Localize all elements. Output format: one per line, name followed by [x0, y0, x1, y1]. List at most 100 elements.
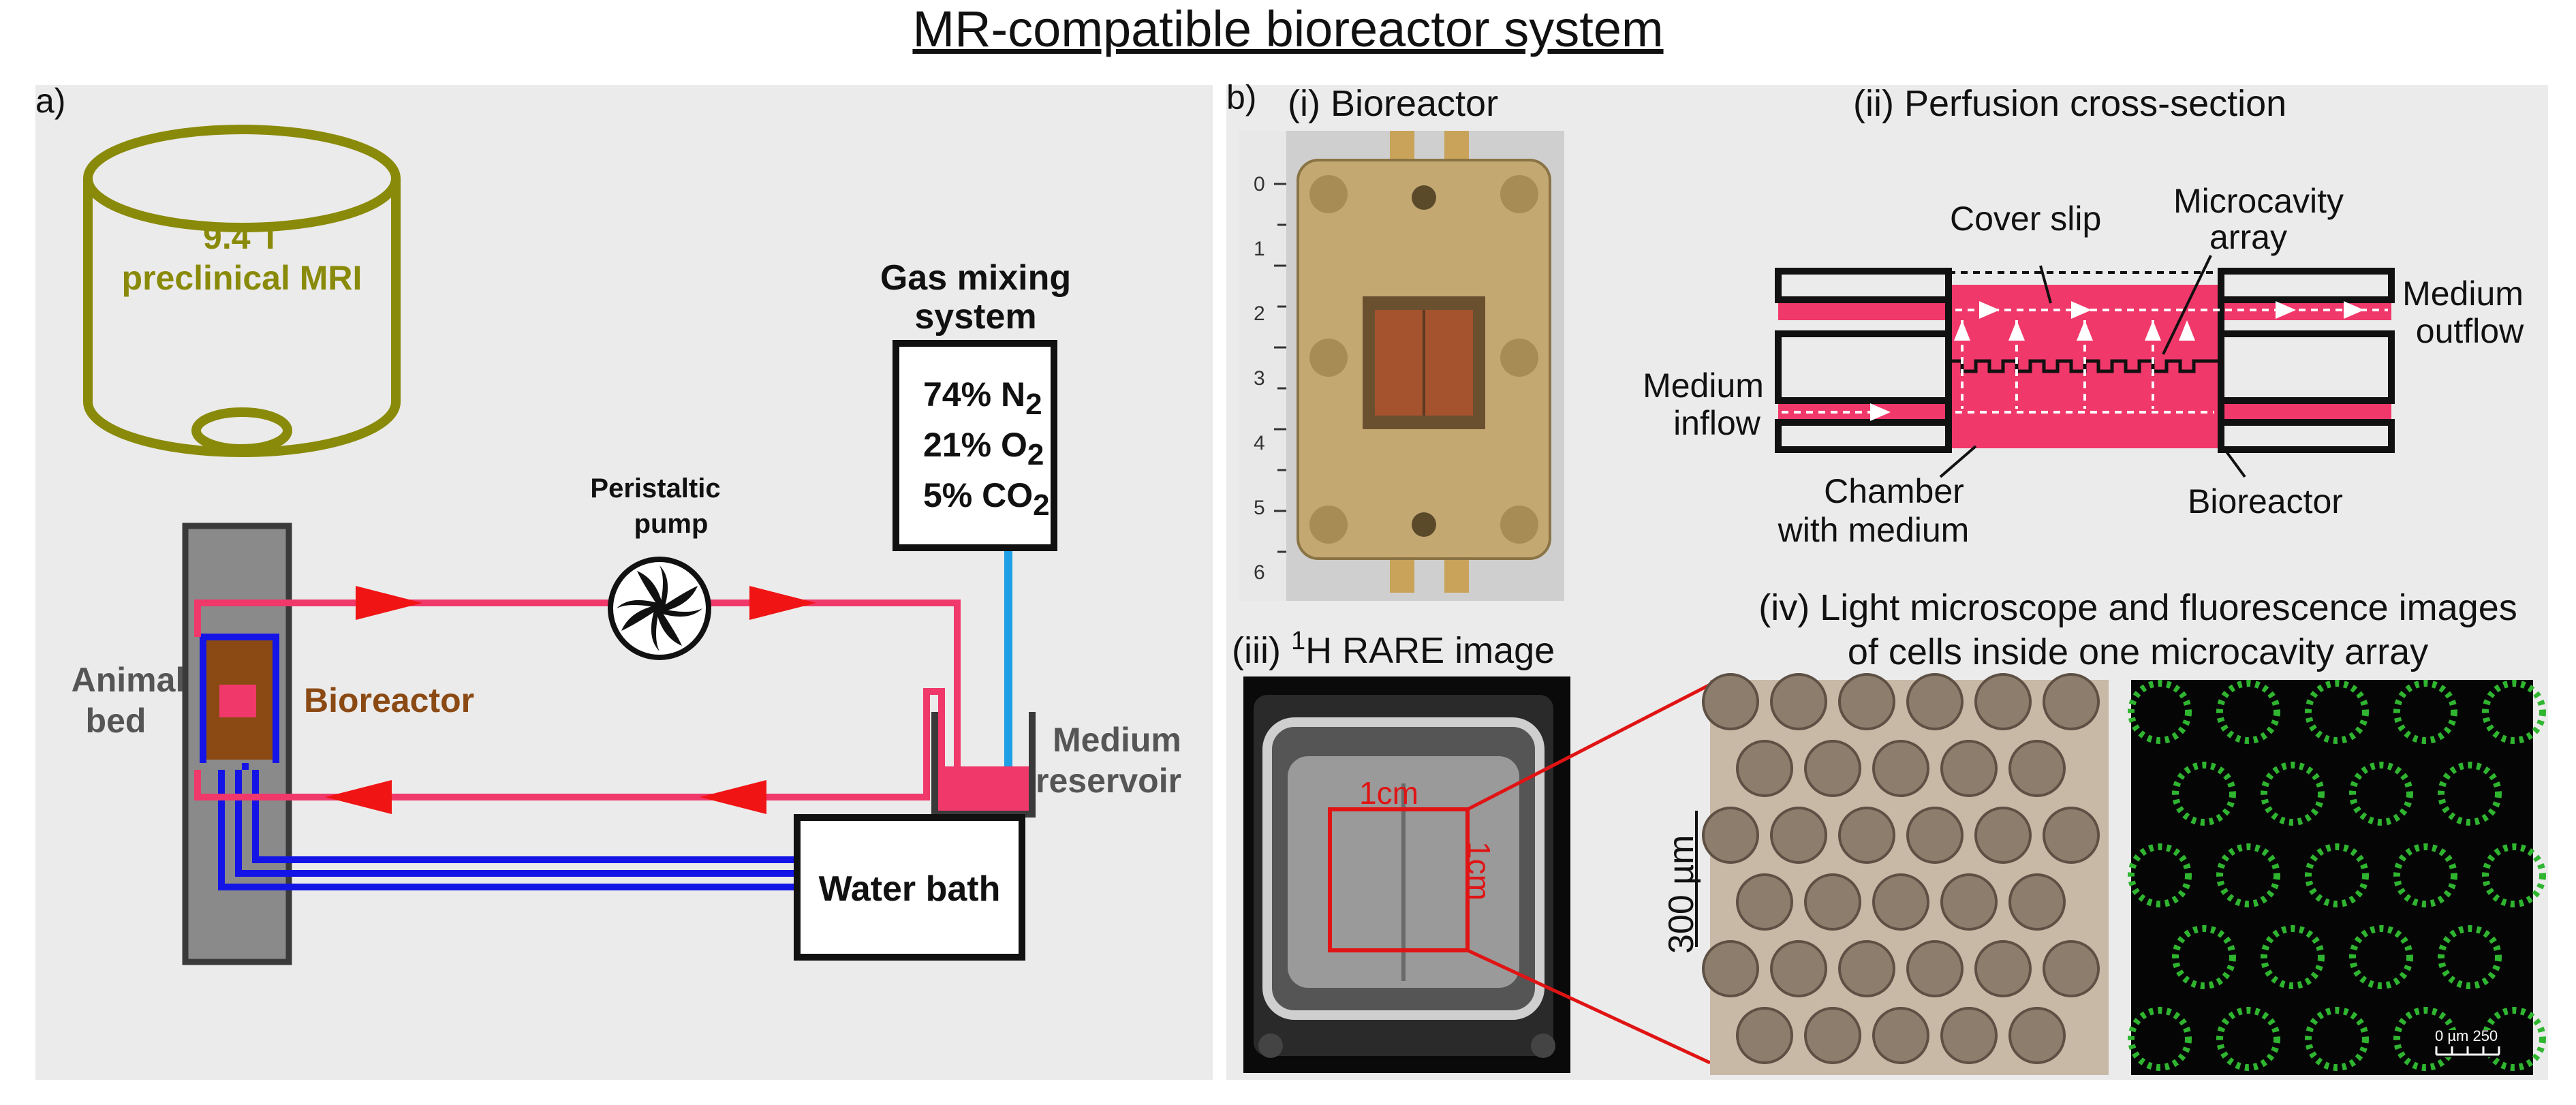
fluorescent-cell-cluster: [2393, 843, 2457, 907]
bioreactor-device-photo: [1297, 131, 1551, 593]
bioreactor-cross-label: Bioreactor: [2188, 482, 2343, 520]
fluorescent-cell-cluster: [2172, 925, 2236, 989]
microcavity-cell: [1974, 807, 2032, 864]
fluorescent-cell-cluster: [2172, 762, 2236, 826]
fluorescent-cell-cluster: [2216, 680, 2280, 744]
ruler-number-1: 1: [1254, 238, 1265, 260]
microcavity-cell: [1906, 673, 1964, 730]
fluorescent-cell-cluster: [2128, 1007, 2192, 1071]
panel-b-label: b): [1226, 78, 1256, 116]
cross-section-title: (ii) Perfusion cross-section: [1853, 83, 2286, 124]
perfusion-cross-section: [1775, 255, 2395, 478]
microcavity-cell: [1702, 807, 1759, 864]
microcavity-cell: [1702, 940, 1759, 997]
water-bath-box: [794, 814, 1025, 961]
fluorescent-cell-cluster: [2349, 762, 2413, 826]
scale-300-label: 300 µm: [1662, 835, 1701, 954]
ruler-number-0: 0: [1254, 173, 1265, 196]
fluorescence-image: [2128, 680, 2546, 1075]
fluorescent-cell-cluster: [2261, 925, 2325, 989]
fluorescent-cell-cluster: [2305, 680, 2369, 744]
fluorescent-cell-cluster: [2393, 680, 2457, 744]
mri-field-strength: 9.4 T: [203, 218, 281, 256]
ruler-number-2: 2: [1254, 302, 1265, 325]
ruler-number-5: 5: [1254, 497, 1265, 519]
microcavity-cell: [1702, 673, 1759, 730]
microcavity-cell: [1940, 1007, 1998, 1064]
medium-inflow-line2: inflow: [1673, 404, 1761, 442]
fluorescent-cell-cluster: [2349, 925, 2413, 989]
light-microscope-image: [1702, 673, 2109, 1075]
water-bath-label: Water bath: [819, 869, 1001, 909]
fluorescent-cell-cluster: [2305, 1007, 2369, 1071]
cover-slip-label: Cover slip: [1950, 200, 2101, 238]
microscope-title-line2: of cells inside one microcavity array: [1848, 632, 2428, 672]
microcavity-cell: [1770, 807, 1827, 864]
fluorescent-cell-cluster: [2128, 843, 2192, 907]
fluorescent-cell-cluster: [2305, 843, 2369, 907]
microcavity-cell: [1872, 873, 1929, 931]
microcavity-cell: [1940, 740, 1998, 797]
flow-arrows: [325, 586, 816, 814]
rare-mri-image: [1243, 676, 1570, 1073]
gas-co2: 5% CO2: [923, 476, 1050, 522]
zoom-line-bottom: [1466, 948, 1711, 1065]
fluorescent-cell-cluster: [2482, 843, 2546, 907]
microcavity-cell: [1804, 1007, 1861, 1064]
arrow-left-2: [325, 780, 392, 814]
microscope-title-line1: (iv) Light microscope and fluorescence i…: [1758, 587, 2517, 628]
fluorescent-cell-cluster: [2216, 843, 2280, 907]
pump-label-line1: Peristaltic: [590, 473, 720, 503]
fluorescent-cell-cluster: [2438, 925, 2502, 989]
fluorescent-cell-cluster: [2216, 1007, 2280, 1071]
microcavity-cell: [1974, 673, 2032, 730]
medium-outflow-line2: outflow: [2416, 312, 2524, 350]
mri-scanner-icon: [83, 125, 401, 457]
peristaltic-pump-icon: [608, 557, 711, 660]
microcavity-cell: [1736, 740, 1793, 797]
microcavity-label-line2: array: [2209, 218, 2287, 256]
microcavity-cell: [1872, 740, 1929, 797]
microcavity-cell: [1940, 873, 1998, 931]
microcavity-cell: [1736, 873, 1793, 931]
medium-circuit: [194, 600, 961, 800]
microcavity-label-line1: Microcavity: [2173, 182, 2344, 220]
rare-image-title: (iii) 1H RARE image: [1232, 627, 1555, 671]
chamber-label-line1: Chamber: [1824, 472, 1964, 510]
medium-outflow-line1: Medium: [2402, 275, 2524, 313]
microcavity-cell: [1838, 940, 1895, 997]
microcavity-cell: [1906, 940, 1964, 997]
microcavity-cell: [2008, 740, 2066, 797]
microcavity-cell: [1838, 673, 1895, 730]
fluorescent-cell-cluster: [2438, 762, 2502, 826]
mri-label: preclinical MRI: [122, 259, 362, 297]
ruler-number-6: 6: [1254, 561, 1265, 584]
animal-bed-label-line1: Animal: [72, 661, 185, 699]
figure-title: MR-compatible bioreactor system: [912, 1, 1664, 57]
fluorescent-cell-cluster: [2261, 762, 2325, 826]
microcavity-cell: [2043, 940, 2100, 997]
microcavity-cell: [2008, 1007, 2066, 1064]
reservoir-medium: [938, 766, 1029, 811]
microcavity-cell: [1974, 940, 2032, 997]
arrow-left-1: [700, 780, 766, 814]
reservoir-label-line2: reservoir: [1036, 762, 1181, 800]
microcavity-cell: [1906, 807, 1964, 864]
microcavity-cell: [1804, 873, 1861, 931]
microcavity-cell: [2008, 873, 2066, 931]
scale-250-label: 0 µm 250: [2435, 1027, 2498, 1044]
gas-n2: 74% N2: [923, 375, 1042, 421]
scale-1cm-vertical: 1cm: [1461, 841, 1497, 901]
panel-a-label: a): [35, 82, 65, 120]
reservoir-label-line1: Medium: [1053, 721, 1181, 759]
gas-mixing-box: [893, 340, 1057, 551]
fluorescent-cell-cluster: [2482, 680, 2546, 744]
microcavity-cell: [1872, 1007, 1929, 1064]
chamber-label-line2: with medium: [1778, 511, 1970, 549]
microcavity-cell: [1770, 673, 1827, 730]
scale-1cm-horizontal: 1cm: [1359, 775, 1418, 811]
ruler-number-3: 3: [1254, 367, 1265, 390]
ruler-number-4: 4: [1254, 432, 1265, 454]
bioreactor-label: Bioreactor: [304, 681, 474, 719]
